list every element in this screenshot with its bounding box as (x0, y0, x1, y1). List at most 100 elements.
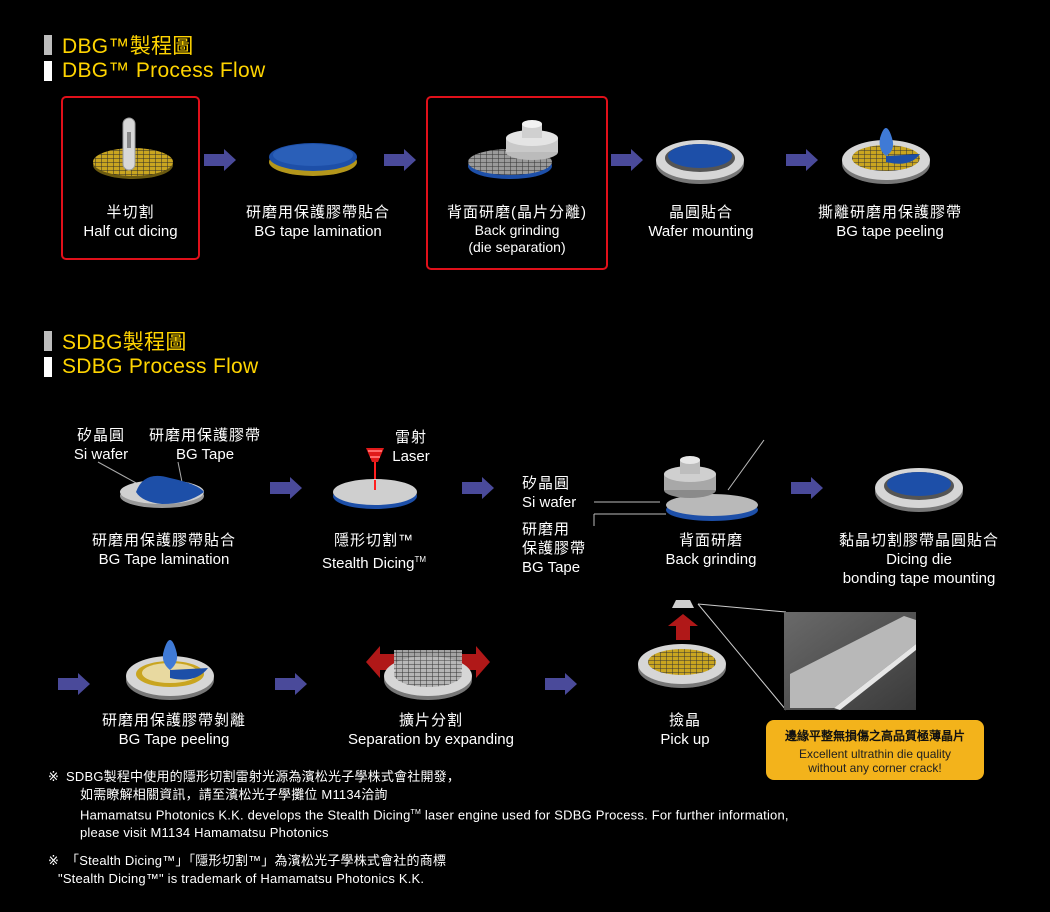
arrow-right-icon (204, 149, 236, 171)
bg-tape-label: 研磨用保護膠帶 BG Tape (143, 426, 267, 464)
sdbg-step-5-label: 研磨用保護膠帶剝離 BG Tape peeling (80, 711, 268, 749)
sdbg-step-3-label: 背面研磨 Back grinding (650, 531, 772, 569)
sdbg-step-1-en: BG Tape lamination (98, 551, 230, 568)
arrow-right-icon (611, 149, 643, 171)
dbg-step-3-en2: (die separation) (468, 239, 566, 255)
si-wafer-label: 矽晶圓 Si wafer (66, 426, 136, 464)
sdbg-title-en: SDBG Process Flow (62, 355, 259, 378)
note-1: ※ SDBG製程中使用的隱形切割雷射光源為濱松光子學株式會社開發， 如需瞭解相關… (48, 768, 966, 842)
dbg-step-2-label: 研磨用保護膠帶貼合 BG tape lamination (230, 203, 406, 241)
arrow-right-icon (275, 673, 307, 695)
stealth-dicing-illustration (333, 448, 417, 509)
dbg-step-1-label: 半切割 Half cut dicing (61, 203, 200, 241)
sdbg-step-4-en2: bonding tape mounting (842, 570, 996, 587)
dbg-title-en: DBG™ Process Flow (62, 59, 266, 82)
title-bar (44, 35, 52, 55)
quality-callout: 邊緣平整無損傷之高品質極薄晶片 Excellent ultrathin die … (766, 720, 984, 780)
dbg-step-3-label: 背面研磨(晶片分離) Back grinding (die separation… (426, 203, 608, 256)
back-grinding-illustration (468, 120, 558, 179)
bg-tape-lamination-illustration (269, 143, 357, 176)
sdbg-step-5-en: BG Tape peeling (118, 731, 230, 748)
sdbg-step-2-zh: 隱形切割™ (333, 532, 414, 549)
pick-up-illustration (638, 600, 726, 688)
dbg-step-2-zh: 研磨用保護膠帶貼合 (245, 204, 390, 221)
sdbg-step-6-en: Separation by expanding (348, 731, 514, 748)
laser-zh: 雷射 (394, 429, 427, 446)
dbg-step-5-zh: 撕離研磨用保護膠帶 (817, 204, 962, 221)
sdbg-step-4-label: 黏晶切割膠帶晶圓貼合 Dicing die bonding tape mount… (822, 531, 1016, 588)
arrow-right-icon (58, 673, 90, 695)
sdbg-title-zh: SDBG製程圖 (62, 331, 187, 354)
si-wafer-en: Si wafer (73, 446, 129, 463)
si-wafer-zh: 矽晶圓 (76, 427, 125, 444)
note-2: ※ 「Stealth Dicing™」「隱形切割™」為濱松光子學株式會社的商標 … (48, 852, 966, 888)
sdbg-title: SDBG製程圖 SDBG Process Flow (44, 328, 258, 380)
sdbg-step-7-label: 撿晶 Pick up (640, 711, 730, 749)
bg-tape2-zh2: 保護膠帶 (522, 540, 587, 557)
sdbg-step-2-label: 隱形切割™ Stealth DicingTM (304, 531, 444, 573)
sdbg-step-1-label: 研磨用保護膠帶貼合 BG Tape lamination (70, 531, 258, 569)
dbg-step-3-zh: 背面研磨(晶片分離) (447, 204, 587, 221)
tm-mark: TM (410, 809, 422, 816)
sdbg-step-4-zh: 黏晶切割膠帶晶圓貼合 (838, 532, 999, 549)
note-1-line-4: please visit M1134 Hamamatsu Photonics (80, 825, 329, 841)
note-2-line-2: "Stealth Dicing™" is trademark of Hamama… (58, 871, 425, 886)
wafer-mounting-illustration (656, 140, 744, 184)
dbg-step-5-label: 撕離研磨用保護膠帶 BG tape peeling (805, 203, 975, 241)
dbg-step-4-label: 晶圓貼合 Wafer mounting (630, 203, 772, 241)
tm-mark: TM (414, 555, 427, 564)
si-wafer2-en: Si wafer (522, 494, 577, 511)
note-1-line-2: 如需瞭解相關資訊，請至濱松光子學攤位 M1134洽詢 (80, 787, 388, 802)
arrow-right-icon (791, 477, 823, 499)
dicing-tape-mounting-illustration (875, 468, 963, 512)
sdbg-step-7-zh: 撿晶 (668, 712, 701, 729)
sdbg-step-3-zh: 背面研磨 (678, 532, 743, 549)
callout-en1: Excellent ultrathin die quality (798, 747, 952, 761)
callout-zh: 邊緣平整無損傷之高品質極薄晶片 (784, 729, 965, 743)
dbg-step-4-zh: 晶圓貼合 (668, 204, 733, 221)
arrow-right-icon (462, 477, 494, 499)
note-1-line-3a: Hamamatsu Photonics K.K. develops the St… (80, 807, 411, 823)
dbg-step-3-en: Back grinding (474, 222, 560, 238)
arrow-right-icon (786, 149, 818, 171)
laser-label: 雷射 Laser (386, 428, 436, 466)
sdbg-step-2-en: Stealth Dicing (321, 555, 415, 572)
sdbg-step-4-en: Dicing die (886, 551, 952, 568)
dbg-step-2-en: BG tape lamination (254, 223, 382, 240)
dbg-title: DBG™製程圖 DBG™ Process Flow (44, 32, 265, 84)
arrow-right-icon (270, 477, 302, 499)
half-cut-dicing-illustration (93, 117, 173, 179)
die-edge-micrograph (697, 603, 916, 711)
title-bar (44, 61, 52, 81)
sdbg-back-grinding-illustration (593, 439, 765, 526)
sdbg-lamination-illustration (97, 461, 204, 508)
note-1-line-3b: laser engine used for SDBG Process. For … (421, 807, 789, 823)
sdbg-tape-peeling-illustration (126, 640, 214, 700)
highlight-box-back-grinding (426, 96, 608, 270)
note-mark: ※ (48, 769, 60, 784)
si-wafer2-label: 矽晶圓 Si wafer (522, 474, 592, 512)
dbg-step-4-en: Wafer mounting (648, 223, 754, 240)
sdbg-step-7-en: Pick up (660, 731, 710, 748)
laser-en: Laser (392, 448, 430, 465)
note-mark: ※ (48, 853, 60, 868)
sdbg-step-6-zh: 擴片分割 (398, 712, 463, 729)
title-bar (44, 331, 52, 351)
bg-tape-en: BG Tape (175, 446, 235, 463)
callout-en2: without any corner crack! (808, 761, 942, 775)
note-1-line-1: SDBG製程中使用的隱形切割雷射光源為濱松光子學株式會社開發， (66, 769, 461, 784)
sdbg-step-1-zh: 研磨用保護膠帶貼合 (91, 532, 236, 549)
separation-expanding-illustration (366, 646, 490, 700)
highlight-box-half-cut (61, 96, 200, 260)
bg-tape2-label: 研磨用 保護膠帶 BG Tape (522, 520, 602, 577)
dbg-step-1-zh: 半切割 (106, 204, 155, 221)
bg-tape-peeling-illustration (842, 128, 930, 184)
dbg-title-zh: DBG™製程圖 (62, 35, 194, 58)
sdbg-step-3-en: Back grinding (665, 551, 757, 568)
arrow-right-icon (545, 673, 577, 695)
bg-tape2-en: BG Tape (522, 559, 581, 576)
bg-tape-zh: 研磨用保護膠帶 (148, 427, 261, 444)
dbg-step-5-en: BG tape peeling (836, 223, 944, 240)
dbg-step-1-en: Half cut dicing (83, 223, 178, 240)
sdbg-step-6-label: 擴片分割 Separation by expanding (326, 711, 536, 749)
